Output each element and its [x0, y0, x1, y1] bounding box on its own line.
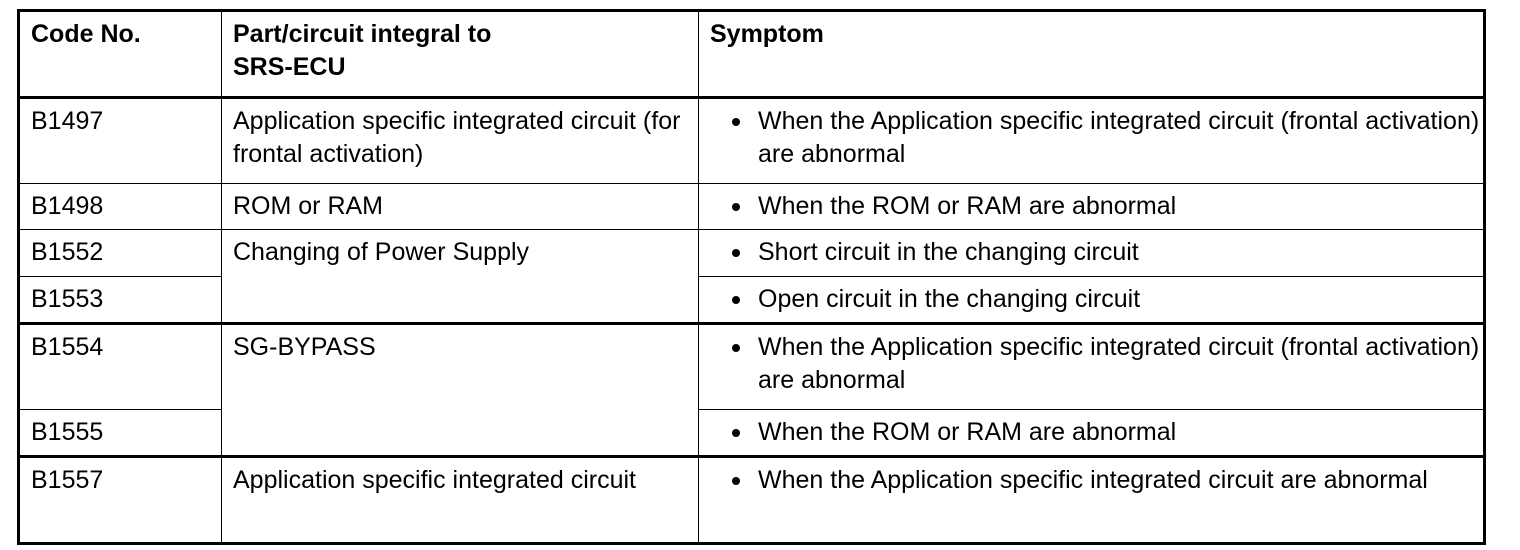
- symptom-list: Short circuit in the changing circuit: [710, 236, 1483, 269]
- symptom-list: Open circuit in the changing circuit: [710, 283, 1483, 316]
- cell-symptom: When the Application specific integrated…: [698, 455, 1485, 544]
- symptom-list: When the Application specific integrated…: [710, 464, 1483, 497]
- symptom-list-item: When the Application specific integrated…: [710, 331, 1483, 398]
- symptom-list: When the ROM or RAM are abnormal: [710, 416, 1483, 449]
- symptom-list-item: When the Application specific integrated…: [710, 105, 1483, 172]
- symptom-list-item: When the Application specific integrated…: [710, 464, 1483, 497]
- column-header-part-circuit: Part/circuit integral to SRS-ECU: [221, 10, 699, 98]
- symptom-list-item: When the ROM or RAM are abnormal: [710, 190, 1483, 223]
- dtc-code-table: Code No. Part/circuit integral to SRS-EC…: [17, 9, 1486, 545]
- cell-symptom: When the Application specific integrated…: [698, 321, 1485, 410]
- bullet-icon: [732, 343, 740, 352]
- symptom-list: When the ROM or RAM are abnormal: [710, 190, 1483, 223]
- table-header-row: Code No. Part/circuit integral to SRS-EC…: [18, 10, 1485, 98]
- cell-code-no: B1497: [18, 96, 222, 184]
- cell-part-circuit: Application specific integrated circuit …: [221, 96, 699, 184]
- table-row: B1553 Open circuit in the changing circui…: [18, 275, 1485, 324]
- cell-code-no: B1553: [18, 275, 222, 324]
- cell-symptom: When the ROM or RAM are abnormal: [698, 182, 1485, 231]
- cell-part-circuit: Changing of Power Supply: [221, 229, 699, 324]
- cell-code-no: B1552: [18, 229, 222, 277]
- symptom-text: When the Application specific integrated…: [758, 466, 1428, 494]
- cell-part-circuit: SG-BYPASS: [221, 321, 699, 458]
- bullet-icon: [732, 295, 740, 304]
- cell-code-no: B1498: [18, 182, 222, 231]
- cell-part-circuit: ROM or RAM: [221, 182, 699, 231]
- symptom-list-item: Short circuit in the changing circuit: [710, 236, 1483, 269]
- symptom-list-item: Open circuit in the changing circuit: [710, 283, 1483, 316]
- symptom-list: When the Application specific integrated…: [710, 105, 1483, 172]
- cell-symptom: Short circuit in the changing circuit: [698, 229, 1485, 277]
- column-header-symptom: Symptom: [698, 10, 1485, 98]
- column-header-part-line1: Part/circuit integral to: [233, 20, 492, 48]
- bullet-icon: [732, 428, 740, 437]
- symptom-text: When the Application specific integrated…: [758, 107, 1480, 169]
- bullet-icon: [732, 118, 740, 126]
- table-header: Code No. Part/circuit integral to SRS-EC…: [18, 10, 1485, 98]
- cell-code-no: B1557: [18, 455, 222, 544]
- bullet-icon: [732, 477, 740, 485]
- table-row: B1555 When the ROM or RAM are abnormal: [18, 408, 1485, 458]
- cell-symptom: When the ROM or RAM are abnormal: [698, 408, 1485, 458]
- column-header-part-line2: SRS-ECU: [233, 53, 346, 82]
- symptom-list: When the Application specific integrated…: [710, 331, 1483, 398]
- cell-code-no: B1555: [18, 408, 222, 458]
- symptom-text: When the Application specific integrated…: [758, 332, 1480, 394]
- cell-symptom: Open circuit in the changing circuit: [698, 275, 1485, 324]
- column-header-code-no: Code No.: [18, 10, 222, 98]
- bullet-icon: [732, 203, 740, 211]
- symptom-text: When the ROM or RAM are abnormal: [758, 192, 1177, 220]
- cell-symptom: When the Application specific integrated…: [698, 96, 1485, 184]
- symptom-text: When the ROM or RAM are abnormal: [758, 417, 1177, 446]
- symptom-text: Short circuit in the changing circuit: [758, 238, 1139, 267]
- bullet-icon: [732, 249, 740, 258]
- symptom-list-item: When the ROM or RAM are abnormal: [710, 416, 1483, 449]
- cell-part-circuit: Application specific integrated circuit: [221, 455, 699, 544]
- cell-code-no: B1554: [18, 321, 222, 410]
- symptom-text: Open circuit in the changing circuit: [758, 284, 1141, 313]
